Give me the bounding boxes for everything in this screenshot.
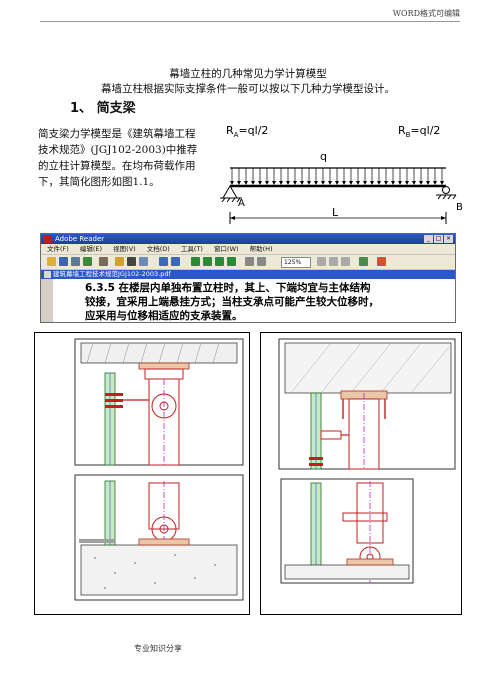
reader-document-view[interactable]: 6.3.5 在楼层内单独布置立柱时，其上、下端均宜与主体结构 铰接，宜采用上端悬… <box>41 279 455 322</box>
search-icon[interactable] <box>99 257 108 266</box>
print-icon[interactable] <box>71 257 80 266</box>
load-arrows <box>230 168 444 185</box>
section-heading: 1、 简支梁 <box>70 101 136 116</box>
page-footer: 专业知识分享 <box>134 644 182 653</box>
email-icon[interactable] <box>83 257 92 266</box>
menu-window[interactable]: 窗口(W) <box>214 245 239 253</box>
menu-file[interactable]: 文件(F) <box>47 245 69 253</box>
zoom-out-icon[interactable] <box>171 257 180 266</box>
doc-intro: 幕墙立柱根据实际支撑条件一般可以按以下几种力学模型设计。 <box>101 83 395 95</box>
adobe-logo-icon <box>44 235 52 243</box>
section-paragraph: 简支梁力学模型是《建筑幕墙工程技术规范》(JGJ102-2003)中推荐的立柱计… <box>38 128 198 188</box>
reader-titlebar: Adobe Reader _ □ × <box>41 234 455 244</box>
first-page-icon[interactable] <box>191 257 200 266</box>
detail-frame-lower <box>280 478 414 584</box>
back-icon[interactable] <box>245 257 254 266</box>
last-page-icon[interactable] <box>227 257 236 266</box>
maximize-icon[interactable]: □ <box>434 235 443 243</box>
page-header: WORD格式可编辑 <box>40 8 460 22</box>
forward-icon[interactable] <box>257 257 266 266</box>
rotate-icon[interactable] <box>359 257 368 266</box>
reader-menubar: 文件(F) 编辑(E) 视图(V) 文档(D) 工具(T) 窗口(W) 帮助(H… <box>41 244 455 254</box>
beam-diagram: RA=ql/2 RB=ql/2 q A B L <box>220 124 463 224</box>
ra-label: RA=ql/2 <box>226 124 268 139</box>
open-icon[interactable] <box>47 257 56 266</box>
cad-drawing-left <box>34 332 250 615</box>
fit-page-icon[interactable] <box>329 257 338 266</box>
document-tab[interactable]: 建筑幕墙工程技术规范JGJ102-2003.pdf <box>41 270 455 279</box>
q-label: q <box>320 150 327 163</box>
zoom-select[interactable]: 125% <box>281 257 311 268</box>
select-tool-icon[interactable] <box>127 257 136 266</box>
cad-drawing-right <box>260 332 462 615</box>
rb-label: RB=ql/2 <box>398 124 440 139</box>
reader-title: Adobe Reader <box>55 235 105 243</box>
next-page-icon[interactable] <box>215 257 224 266</box>
navigation-pane[interactable] <box>41 279 53 322</box>
reader-toolbar: 125% <box>41 254 455 270</box>
document-filename: 建筑幕墙工程技术规范JGJ102-2003.pdf <box>53 270 171 278</box>
detail-frame-bottom <box>74 474 244 601</box>
pin-support-a <box>220 185 242 203</box>
fit-width-icon[interactable] <box>341 257 350 266</box>
save-icon[interactable] <box>59 257 68 266</box>
clause-line-3: 应采用与位移相适应的支承装置。 <box>85 310 243 322</box>
close-icon[interactable]: × <box>444 235 453 243</box>
menu-tools[interactable]: 工具(T) <box>180 245 203 253</box>
roller-support-b <box>436 186 457 200</box>
a-label: A <box>238 198 245 209</box>
b-label: B <box>456 202 463 213</box>
clause-line-2: 铰接，宜采用上端悬挂方式；当柱支承点可能产生较大位移时， <box>85 296 379 308</box>
menu-help[interactable]: 帮助(H) <box>249 245 273 253</box>
clause-line-1: 6.3.5 在楼层内单独布置立柱时，其上、下端均宜与主体结构 <box>85 282 371 294</box>
zoom-in-icon[interactable] <box>159 257 168 266</box>
hand-tool-icon[interactable] <box>115 257 124 266</box>
adobe-reader-window: Adobe Reader _ □ × 文件(F) 编辑(E) 视图(V) 文档(… <box>40 233 456 323</box>
menu-document[interactable]: 文档(D) <box>146 245 170 253</box>
pdf-icon <box>44 271 51 278</box>
minimize-icon[interactable]: _ <box>424 235 433 243</box>
actual-size-icon[interactable] <box>317 257 326 266</box>
doc-title: 幕墙立柱的几种常见力学计算模型 <box>169 68 327 80</box>
span-label: L <box>332 206 339 219</box>
snapshot-icon[interactable] <box>139 257 148 266</box>
menu-edit[interactable]: 编辑(E) <box>79 245 103 253</box>
menu-view[interactable]: 视图(V) <box>113 245 136 253</box>
prev-page-icon[interactable] <box>203 257 212 266</box>
help-icon[interactable] <box>377 257 386 266</box>
